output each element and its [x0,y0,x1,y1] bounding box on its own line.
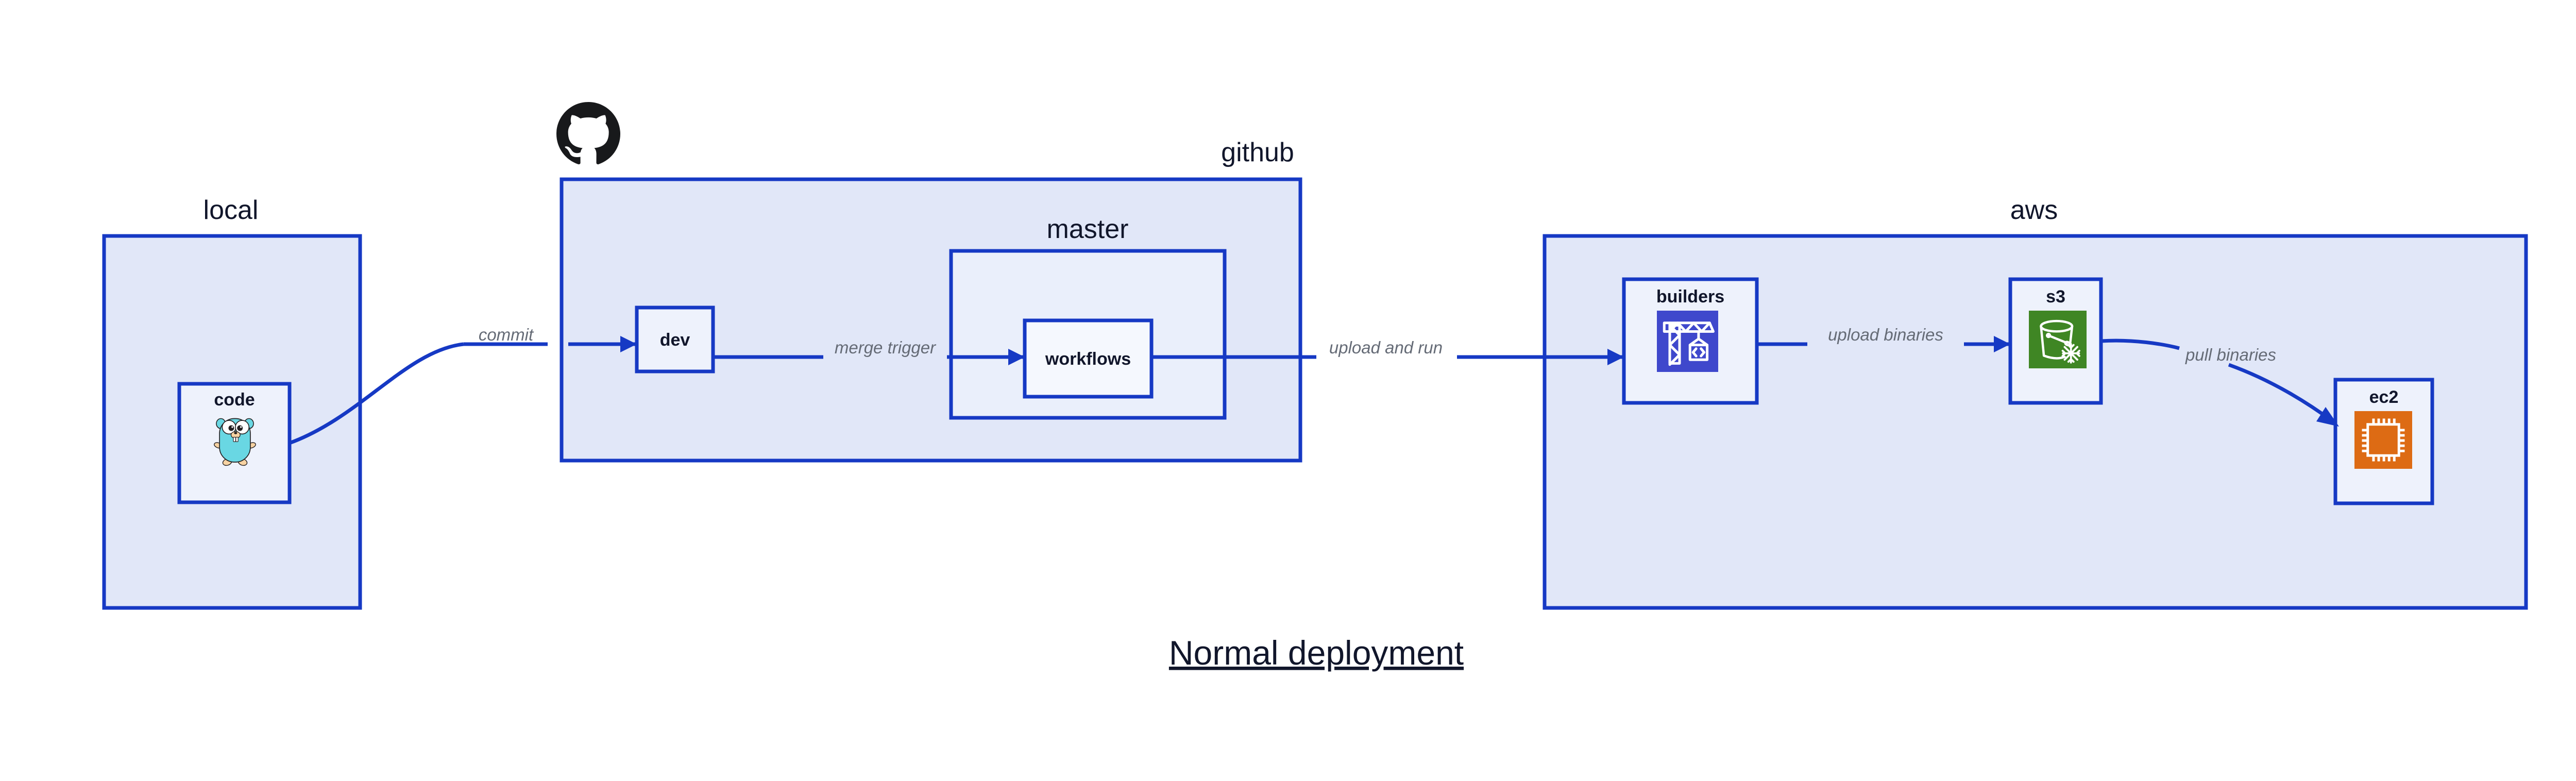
node-ec2[interactable]: ec2 [2333,378,2434,505]
node-builders-label: builders [1656,287,1724,307]
aws-s3-glacier-icon [2029,311,2087,368]
node-workflows[interactable]: workflows [1023,318,1154,399]
edge-upload-binaries-arrowhead [1994,336,2010,352]
aws-codebuild-icon [1657,311,1718,372]
edge-upload-binaries-label: upload binaries [1828,325,1943,344]
edge-merge-trigger[interactable]: merge trigger [713,338,1025,365]
edge-upload-and-run[interactable]: upload and run [1151,338,1624,365]
aws-ec2-icon [2354,411,2412,469]
edge-upload-and-run-arrowhead [1607,349,1624,365]
edge-upload-binaries[interactable]: upload binaries [1757,325,2010,352]
edge-pull-binaries-arrowhead [2316,407,2339,427]
group-local-title: local [204,195,259,225]
group-local: local code [102,195,362,610]
edge-commit-label: commit [479,325,534,344]
node-s3-label: s3 [2046,287,2065,307]
edge-commit[interactable]: commit [289,325,637,445]
group-aws: aws builders s3 ec2 [1543,195,2528,610]
edge-pull-binaries[interactable]: pull binaries [2100,338,2339,427]
node-workflows-box[interactable] [1023,318,1154,399]
edge-merge-trigger-label: merge trigger [835,338,937,357]
edge-commit-line-a [289,342,464,445]
node-dev-label: dev [660,330,690,350]
group-github: github dev master workflows [556,102,1302,463]
node-s3[interactable]: s3 [2008,277,2103,405]
edge-pull-binaries-line-a [2100,338,2180,350]
edge-pull-binaries-label: pull binaries [2185,345,2276,364]
edge-commit-arrowhead [620,336,637,352]
group-github-title: github [1221,138,1294,167]
edge-upload-and-run-label: upload and run [1329,338,1443,357]
edge-merge-trigger-arrowhead [1008,349,1025,365]
node-code-label: code [214,390,255,410]
node-workflows-label: workflows [1045,349,1131,369]
node-dev[interactable]: dev [635,305,715,373]
node-builders[interactable]: builders [1622,277,1759,405]
node-code[interactable]: code [177,382,292,504]
github-octocat-icon [556,102,620,164]
node-ec2-label: ec2 [2369,387,2399,407]
subgroup-master: master workflows [949,214,1227,420]
node-dev-box[interactable] [635,305,715,373]
subgroup-master-title: master [1047,214,1129,244]
diagram-title: Normal deployment [1169,634,1464,672]
group-aws-title: aws [2010,195,2058,225]
